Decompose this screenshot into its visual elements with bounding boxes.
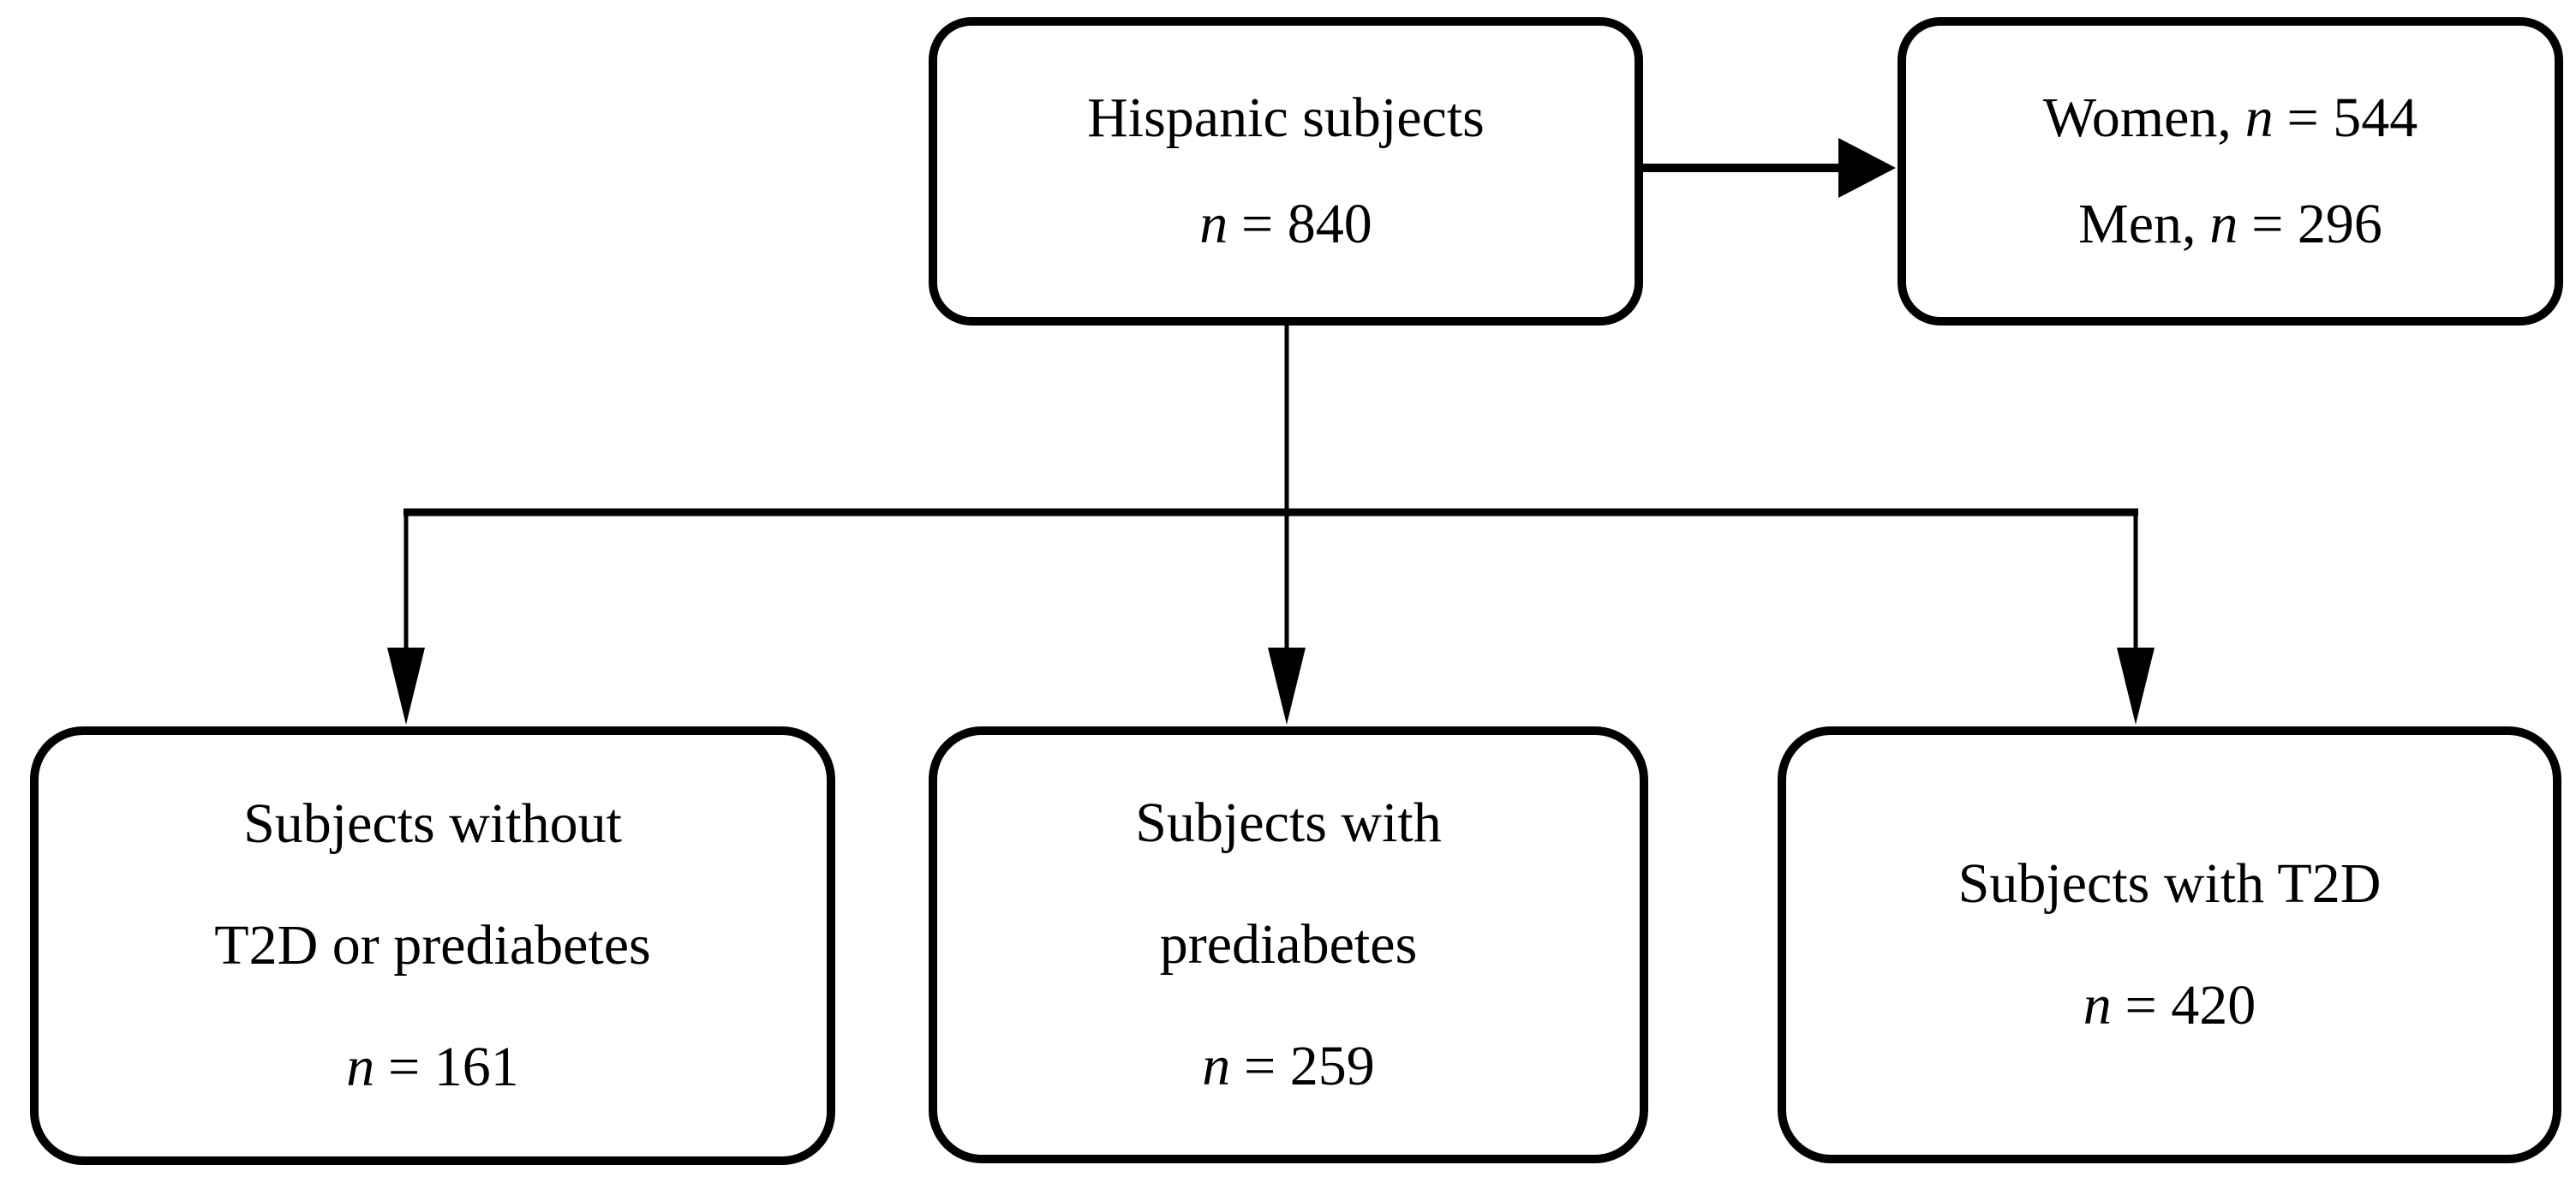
n-value: = 840: [1241, 193, 1372, 255]
n-value: = 544: [2286, 87, 2418, 150]
n-value: = 420: [2125, 974, 2256, 1037]
prediabetes-line1: Subjects with: [1135, 792, 1442, 855]
n-symbol: n: [2244, 87, 2274, 150]
t2d-count: n= 420: [2083, 972, 2256, 1039]
without-line2: T2D or prediabetes: [214, 914, 651, 977]
without-line1: Subjects without: [243, 792, 622, 856]
prediabetes-count: n= 259: [1202, 1033, 1375, 1100]
n-value: = 259: [1244, 1034, 1375, 1097]
n-symbol: n: [2083, 974, 2112, 1037]
hispanic-title: Hispanic subjects: [1087, 87, 1485, 150]
box-sex-breakdown: Women,n= 544 Men,n= 296: [1898, 17, 2563, 326]
men-label: Men,: [2078, 193, 2196, 255]
n-symbol: n: [2209, 193, 2238, 255]
box-with-prediabetes: Subjects with prediabetes n= 259: [929, 726, 1648, 1163]
hispanic-count: n= 840: [1199, 191, 1372, 258]
men-count: Men,n= 296: [2078, 191, 2382, 258]
n-symbol: n: [1199, 193, 1228, 255]
arrow-down-middle-icon: [1268, 648, 1306, 725]
n-value: = 161: [388, 1035, 519, 1098]
women-count: Women,n= 544: [2043, 85, 2418, 152]
box-hispanic-subjects: Hispanic subjects n= 840: [929, 17, 1643, 326]
arrow-right-icon: [1838, 138, 1896, 198]
n-symbol: n: [1202, 1034, 1231, 1097]
n-symbol: n: [346, 1035, 375, 1098]
women-label: Women,: [2042, 87, 2232, 150]
without-count: n= 161: [346, 1034, 519, 1101]
n-value: = 296: [2251, 193, 2382, 255]
box-with-t2d: Subjects with T2D n= 420: [1778, 726, 2561, 1163]
prediabetes-line2: prediabetes: [1159, 913, 1418, 977]
t2d-line1: Subjects with T2D: [1957, 852, 2382, 916]
box-without-t2d-or-prediabetes: Subjects without T2D or prediabetes n= 1…: [30, 726, 835, 1165]
arrow-down-right-icon: [2117, 648, 2155, 725]
arrow-down-left-icon: [387, 648, 425, 725]
